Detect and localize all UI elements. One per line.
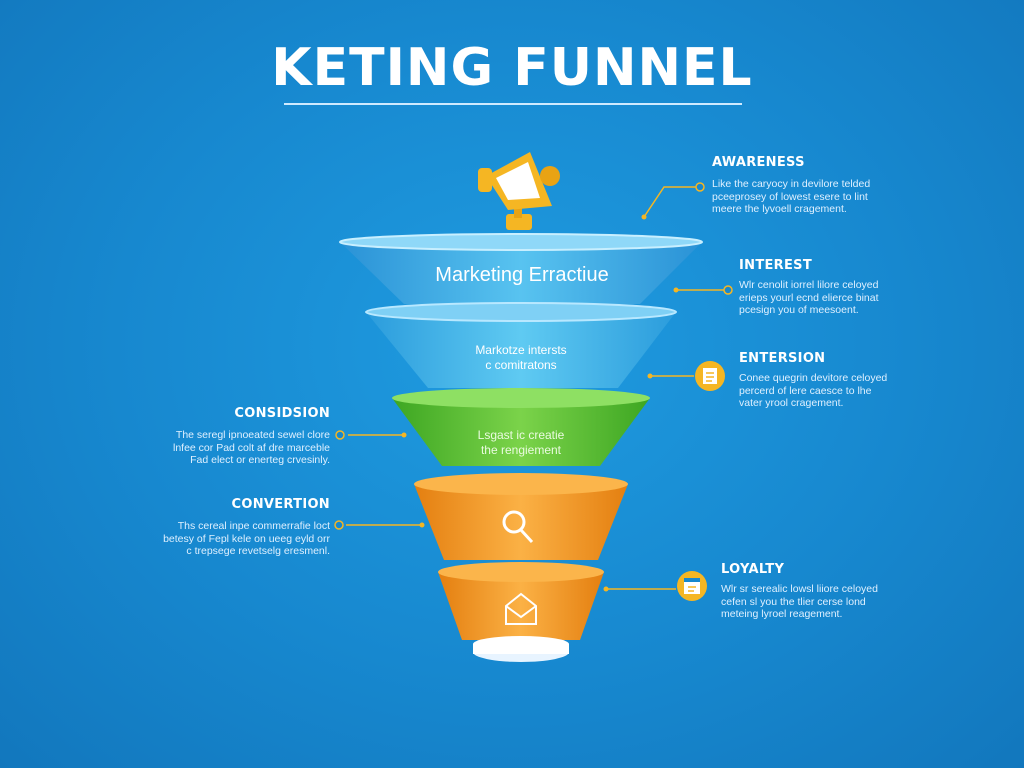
- funnel-tier-1: [339, 233, 703, 304]
- stage-interest: INTEREST Wlr cenolit iorrel lilore celoy…: [739, 258, 969, 317]
- stage-loyalty: LOYALTY Wlr sr serealic lowsl liiore cel…: [721, 562, 951, 621]
- funnel-tier-5: [438, 562, 604, 640]
- tier-1-label: Marketing Erractiue: [435, 264, 609, 286]
- stage-name: CONSIDSION: [234, 406, 330, 421]
- stage-awareness: AWARENESS Like the caryocy in devilore t…: [712, 155, 942, 216]
- funnel-base: [473, 636, 569, 662]
- stage-name: INTEREST: [739, 258, 812, 273]
- stage-description: Like the caryocy in devilore telded pcee…: [712, 178, 871, 215]
- stage-description: Conee quegrin devitore celoyed percerd o…: [739, 372, 888, 409]
- stage-entersion: ENTERSION Conee quegrin devitore celoyed…: [739, 351, 969, 410]
- funnel-tier-2: [365, 302, 677, 388]
- connector-awareness: [643, 186, 696, 218]
- page-title: KETING FUNNEL: [271, 38, 753, 98]
- funnel-tier-4: [414, 473, 628, 560]
- megaphone-icon: [478, 152, 560, 230]
- stage-description: Ths cereal inpe commerrafie loct betesy …: [163, 520, 330, 557]
- title-underline: [284, 103, 742, 105]
- stage-consideration: CONSIDSION The seregl ipnoeated sewel cl…: [100, 406, 330, 467]
- document-icon: [695, 361, 725, 391]
- stage-description: The seregl ipnoeated sewel clore lnfee c…: [173, 429, 330, 466]
- envelope-icon: [505, 592, 537, 625]
- tier-2-label: Markotze intersts c comitratons: [475, 343, 567, 372]
- magnifier-icon: [502, 510, 534, 544]
- stage-name: LOYALTY: [721, 562, 785, 577]
- stage-name: AWARENESS: [712, 155, 805, 170]
- stage-description: Wlr cenolit iorrel lilore celoyed erieps…: [739, 279, 879, 316]
- funnel-tier-3: [392, 388, 650, 466]
- tier-3-label: Lsgast ic creatie the rengiement: [477, 428, 565, 457]
- calendar-icon: [677, 571, 707, 601]
- stage-description: Wlr sr serealic lowsl liiore celoyed cef…: [721, 583, 878, 620]
- stage-name: CONVERTION: [231, 497, 330, 512]
- stage-conversion: CONVERTION Ths cereal inpe commerrafie l…: [100, 497, 330, 558]
- stage-name: ENTERSION: [739, 351, 826, 366]
